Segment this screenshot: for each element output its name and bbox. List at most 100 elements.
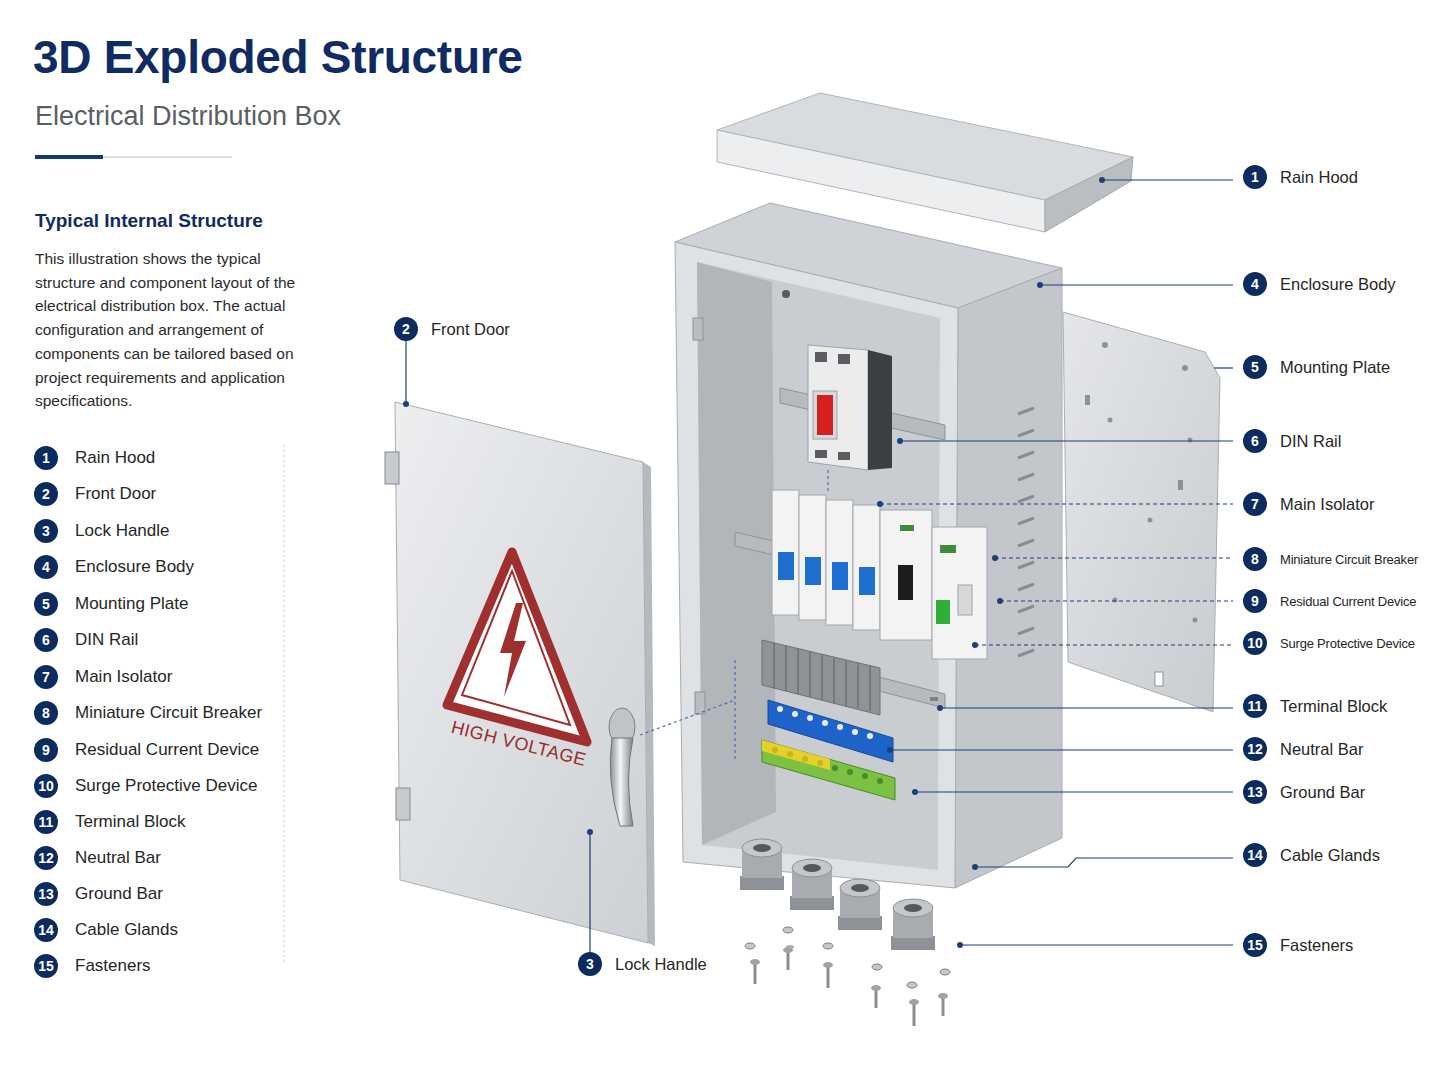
legend-item: 6DIN Rail [34, 628, 138, 652]
neutral-bar-part [837, 724, 843, 730]
legend-item: 5Mounting Plate [34, 592, 188, 616]
main-isolator-part [868, 350, 892, 470]
callout-number: 2 [394, 317, 418, 341]
fasteners-part [872, 964, 882, 970]
callout-number: 4 [34, 555, 58, 579]
breaker-row-part [900, 525, 914, 531]
fasteners-part [783, 927, 793, 933]
side-vents-part [1018, 518, 1034, 524]
part-name: DIN Rail [1280, 432, 1341, 451]
side-vents-part [1018, 430, 1034, 436]
leader-lines-part [975, 858, 1233, 867]
triangle-outline [447, 552, 587, 742]
terminal-block-part [834, 658, 835, 703]
side-vents-part [1018, 650, 1034, 656]
leader-lines-part [1214, 367, 1233, 368]
leader-lines-part [995, 557, 1233, 558]
callout-number: 11 [34, 810, 58, 834]
header-rule-part [35, 155, 103, 159]
cable-glands-part [838, 916, 882, 930]
part-name: Ground Bar [75, 884, 163, 904]
part-callout: 6DIN Rail [1243, 429, 1341, 453]
subtitle: Electrical Distribution Box [35, 101, 341, 132]
ground-bar-part [862, 773, 868, 779]
leader-dots-part [957, 942, 963, 948]
terminal-block-part [870, 666, 871, 711]
legend-item: 8Miniature Circuit Breaker [34, 701, 262, 725]
mounting-plate-part [1085, 395, 1090, 405]
part-name: Miniature Circuit Breaker [1280, 552, 1418, 567]
diagram-title: 3D Exploded Structure [33, 30, 523, 84]
fasteners-part [871, 985, 881, 991]
ground-bar-part [877, 778, 883, 784]
neutral-bar-part [777, 706, 783, 712]
callout-number: 1 [34, 446, 58, 470]
legend-item: 7Main Isolator [34, 665, 172, 689]
section-heading: Typical Internal Structure [35, 210, 263, 232]
cable-glands-part [891, 936, 935, 950]
part-callout: 8Miniature Circuit Breaker [1243, 547, 1418, 571]
main-isolator-part [838, 354, 850, 364]
callout-number: 2 [34, 482, 58, 506]
cable-glands-part [851, 884, 869, 892]
front-door [385, 402, 655, 946]
callout-number: 12 [34, 846, 58, 870]
fasteners-part [750, 959, 760, 965]
main-isolator-part [808, 345, 868, 470]
list-separator [284, 445, 285, 965]
part-callout: 3Lock Handle [578, 952, 707, 976]
legend-item: 13Ground Bar [34, 882, 163, 906]
mounting-plate-part [1178, 480, 1183, 490]
callout-number: 6 [34, 628, 58, 652]
breaker-row-part [799, 495, 826, 620]
legend-item: 1Rain Hood [34, 446, 155, 470]
callout-number: 9 [1243, 589, 1267, 613]
part-name: Terminal Block [1280, 697, 1387, 716]
main-isolator [808, 345, 892, 470]
enclosure-body-part [695, 692, 705, 714]
part-name: Mounting Plate [75, 594, 188, 614]
din-rail-part [875, 676, 945, 708]
leader-lines-part [900, 440, 1233, 441]
callout-number: 1 [1243, 165, 1267, 189]
header-rule [35, 155, 232, 159]
part-callout: 1Rain Hood [1243, 165, 1358, 189]
breaker-row-part [936, 600, 950, 624]
callout-number: 12 [1243, 737, 1267, 761]
cable-glands-part [840, 879, 880, 897]
part-callout: 15Fasteners [1243, 933, 1353, 957]
part-name: Fasteners [1280, 936, 1353, 955]
leader-lines-part [880, 503, 1233, 504]
callout-number: 13 [1243, 780, 1267, 804]
main-isolator-part [813, 391, 837, 439]
terminal-block-part [858, 663, 859, 708]
part-callout: 12 Neutral Bar [1243, 737, 1363, 761]
fasteners-part [827, 965, 830, 988]
side-vents-part [1018, 540, 1034, 546]
cable-glands-part [742, 839, 782, 857]
breaker-row-part [932, 527, 987, 659]
side-vents-part [1018, 562, 1034, 568]
mounting-plate-part [1113, 598, 1118, 603]
leader-dots-part [992, 555, 998, 561]
part-callout: 10Surge Protective Device [1243, 631, 1415, 655]
fasteners-part [940, 969, 950, 975]
fasteners-part [783, 947, 793, 953]
mounting-plate [1063, 312, 1220, 712]
part-name: Cable Glands [75, 920, 178, 940]
part-callout: 4Enclosure Body [1243, 272, 1396, 296]
mounting-plate-part [1193, 618, 1198, 623]
breaker-row-part [805, 557, 821, 585]
part-callout: 14Cable Glands [1243, 843, 1380, 867]
part-name: Lock Handle [75, 521, 170, 541]
legend-item: 12Neutral Bar [34, 846, 161, 870]
side-vents [1018, 408, 1034, 656]
mounting-plate-part [1155, 672, 1163, 686]
breaker-row-part [958, 585, 972, 615]
wiring-hint-part [640, 700, 735, 735]
part-name: Neutral Bar [1280, 740, 1363, 759]
callout-number: 7 [34, 665, 58, 689]
header-rule-part [103, 157, 232, 158]
cable-glands [740, 839, 935, 950]
